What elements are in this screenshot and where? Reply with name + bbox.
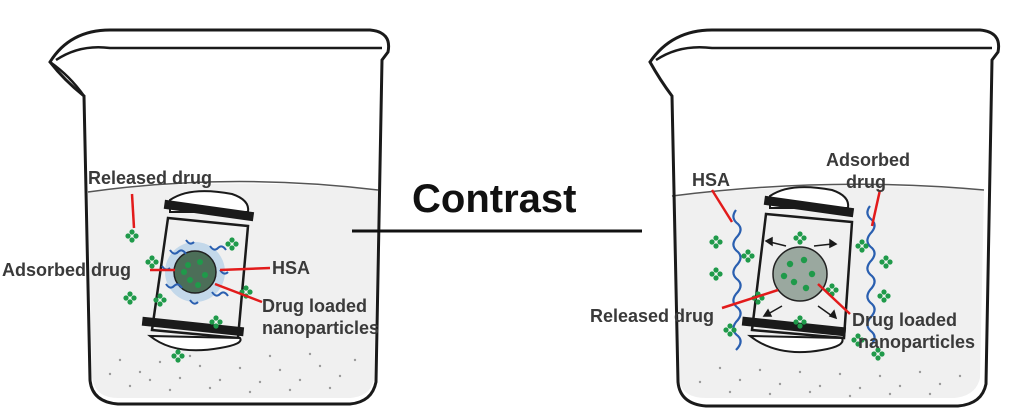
contrast-divider: Contrast <box>352 177 642 233</box>
left-label-released-drug: Released drug <box>88 168 212 188</box>
right-hsa-chains <box>732 205 876 351</box>
right-sediment <box>698 366 962 398</box>
right-label-drug-loaded: Drug loaded <box>852 310 957 330</box>
right-beaker: HSA Adsorbed drug Released drug Drug loa… <box>590 28 1001 408</box>
left-beaker-rim <box>55 46 382 62</box>
right-release-arrows <box>762 236 838 320</box>
right-dialysis-bag <box>741 186 855 354</box>
right-label-hsa: HSA <box>692 170 730 190</box>
left-sediment <box>108 352 357 394</box>
right-drug-molecules <box>709 231 893 361</box>
right-beaker-outline <box>648 28 1001 408</box>
left-nanoparticle <box>161 239 229 305</box>
right-nanoparticle <box>772 246 828 302</box>
left-label-nanoparticles: nanoparticles <box>262 318 379 338</box>
right-leader-lines <box>710 189 882 315</box>
left-label-hsa: HSA <box>272 258 310 278</box>
left-leader-lines <box>130 193 271 304</box>
left-beaker: Released drug Adsorbed drug HSA Drug loa… <box>2 28 391 406</box>
left-drug-molecules <box>123 229 253 363</box>
left-beaker-spout <box>49 60 86 97</box>
left-liquid-surface <box>87 180 379 193</box>
left-label-adsorbed-drug: Adsorbed drug <box>2 260 131 280</box>
right-beaker-rim <box>655 46 992 62</box>
left-dialysis-bag <box>141 190 255 352</box>
right-label-adsorbed-drug-word: drug <box>846 172 886 192</box>
left-label-drug-loaded: Drug loaded <box>262 296 367 316</box>
right-label-nanoparticles: nanoparticles <box>858 332 975 352</box>
contrast-title: Contrast <box>412 177 576 221</box>
right-label-released-drug: Released drug <box>590 306 714 326</box>
right-label-adsorbed: Adsorbed <box>826 150 910 170</box>
